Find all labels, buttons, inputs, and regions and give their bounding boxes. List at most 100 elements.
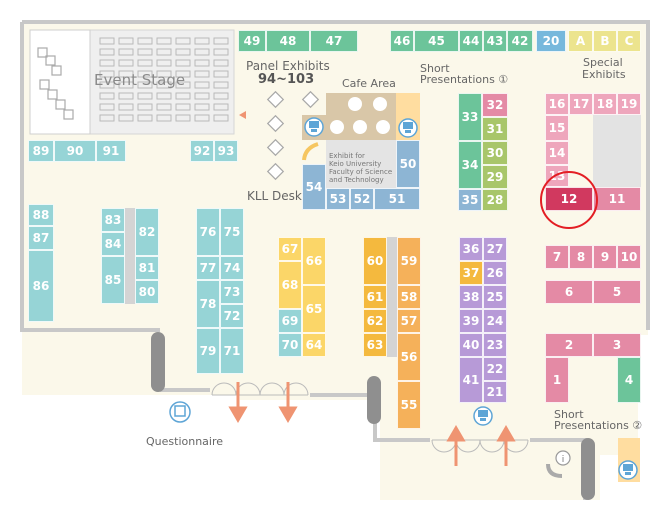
booth-84[interactable]: 84 xyxy=(101,232,125,256)
booth-39[interactable]: 39 xyxy=(459,309,483,333)
booth-43[interactable]: 43 xyxy=(483,30,507,52)
booth-19[interactable]: 19 xyxy=(617,93,641,115)
booth-59[interactable]: 59 xyxy=(397,237,421,285)
booth-51[interactable]: 51 xyxy=(374,188,420,210)
booth-73[interactable]: 73 xyxy=(220,280,244,304)
pillar xyxy=(367,376,381,424)
booth-74[interactable]: 74 xyxy=(220,256,244,280)
booth-71[interactable]: 71 xyxy=(220,328,244,374)
info-glyph: i xyxy=(562,455,565,465)
booth-89[interactable]: 89 xyxy=(28,140,54,162)
booth-78[interactable]: 78 xyxy=(196,280,220,328)
booth-77[interactable]: 77 xyxy=(196,256,220,280)
booth-21[interactable]: 21 xyxy=(483,381,507,403)
booth-32[interactable]: 32 xyxy=(482,93,508,117)
booth-37[interactable]: 37 xyxy=(459,261,483,285)
booth-20[interactable]: 20 xyxy=(536,30,566,52)
booth-82[interactable]: 82 xyxy=(135,208,159,256)
booth-66[interactable]: 66 xyxy=(302,237,326,285)
booth-64[interactable]: 64 xyxy=(302,333,326,357)
booth-54[interactable]: 54 xyxy=(302,164,326,210)
booth-86[interactable]: 86 xyxy=(28,250,54,322)
booth-10[interactable]: 10 xyxy=(617,245,641,269)
booth-62[interactable]: 62 xyxy=(363,309,387,333)
booth-52[interactable]: 52 xyxy=(350,188,374,210)
panel-exhibits-label: Panel Exhibits xyxy=(246,59,330,73)
booth-65[interactable]: 65 xyxy=(302,285,326,333)
booth-92[interactable]: 92 xyxy=(190,140,214,162)
booth-35[interactable]: 35 xyxy=(458,189,482,211)
booth-61[interactable]: 61 xyxy=(363,285,387,309)
booth-58[interactable]: 58 xyxy=(397,285,421,309)
booth-7[interactable]: 7 xyxy=(545,245,569,269)
booth-76[interactable]: 76 xyxy=(196,208,220,256)
booth-79[interactable]: 79 xyxy=(196,328,220,374)
booth-42[interactable]: 42 xyxy=(507,30,533,52)
booth-55[interactable]: 55 xyxy=(397,381,421,429)
booth-6[interactable]: 6 xyxy=(545,280,593,304)
booth-63[interactable]: 63 xyxy=(363,333,387,357)
booth-80[interactable]: 80 xyxy=(135,280,159,304)
booth-83[interactable]: 83 xyxy=(101,208,125,232)
special-exhibit-space xyxy=(593,115,641,187)
booth-69[interactable]: 69 xyxy=(278,309,302,333)
booth-30[interactable]: 30 xyxy=(482,141,508,165)
booth-68[interactable]: 68 xyxy=(278,261,302,309)
booth-40[interactable]: 40 xyxy=(459,333,483,357)
booth-18[interactable]: 18 xyxy=(593,93,617,115)
booth-85[interactable]: 85 xyxy=(101,256,125,304)
booth-72[interactable]: 72 xyxy=(220,304,244,328)
booth-13[interactable]: 13 xyxy=(545,165,569,187)
booth-57[interactable]: 57 xyxy=(397,309,421,333)
booth-91[interactable]: 91 xyxy=(96,140,126,162)
booth-c[interactable]: C xyxy=(617,30,641,52)
booth-29[interactable]: 29 xyxy=(482,165,508,189)
booth-28[interactable]: 28 xyxy=(482,189,508,211)
booth-24[interactable]: 24 xyxy=(483,309,507,333)
booth-90[interactable]: 90 xyxy=(54,140,96,162)
booth-50[interactable]: 50 xyxy=(396,140,420,188)
booth-93[interactable]: 93 xyxy=(214,140,238,162)
booth-56[interactable]: 56 xyxy=(397,333,421,381)
booth-15[interactable]: 15 xyxy=(545,115,569,141)
booth-67[interactable]: 67 xyxy=(278,237,302,261)
booth-47[interactable]: 47 xyxy=(310,30,358,52)
booth-88[interactable]: 88 xyxy=(28,204,54,226)
booth-17[interactable]: 17 xyxy=(569,93,593,115)
booth-27[interactable]: 27 xyxy=(483,237,507,261)
booth-8[interactable]: 8 xyxy=(569,245,593,269)
booth-2[interactable]: 2 xyxy=(545,333,593,357)
booth-14[interactable]: 14 xyxy=(545,141,569,165)
booth-87[interactable]: 87 xyxy=(28,226,54,250)
booth-41[interactable]: 41 xyxy=(459,357,483,403)
booth-31[interactable]: 31 xyxy=(482,117,508,141)
booth-48[interactable]: 48 xyxy=(266,30,310,52)
booth-45[interactable]: 45 xyxy=(414,30,459,52)
booth-38[interactable]: 38 xyxy=(459,285,483,309)
booth-46[interactable]: 46 xyxy=(390,30,414,52)
booth-1[interactable]: 1 xyxy=(545,357,569,403)
booth-12[interactable]: 12 xyxy=(545,187,593,211)
booth-53[interactable]: 53 xyxy=(326,188,350,210)
booth-44[interactable]: 44 xyxy=(459,30,483,52)
booth-3[interactable]: 3 xyxy=(593,333,641,357)
booth-33[interactable]: 33 xyxy=(458,93,482,141)
booth-9[interactable]: 9 xyxy=(593,245,617,269)
booth-22[interactable]: 22 xyxy=(483,357,507,381)
booth-75[interactable]: 75 xyxy=(220,208,244,256)
booth-36[interactable]: 36 xyxy=(459,237,483,261)
booth-a[interactable]: A xyxy=(568,30,593,52)
booth-23[interactable]: 23 xyxy=(483,333,507,357)
booth-4[interactable]: 4 xyxy=(617,357,641,403)
booth-49[interactable]: 49 xyxy=(238,30,266,52)
booth-5[interactable]: 5 xyxy=(593,280,641,304)
booth-81[interactable]: 81 xyxy=(135,256,159,280)
booth-60[interactable]: 60 xyxy=(363,237,387,285)
booth-25[interactable]: 25 xyxy=(483,285,507,309)
booth-26[interactable]: 26 xyxy=(483,261,507,285)
booth-34[interactable]: 34 xyxy=(458,141,482,189)
booth-11[interactable]: 11 xyxy=(593,187,641,211)
booth-16[interactable]: 16 xyxy=(545,93,569,115)
booth-70[interactable]: 70 xyxy=(278,333,302,357)
booth-b[interactable]: B xyxy=(593,30,617,52)
